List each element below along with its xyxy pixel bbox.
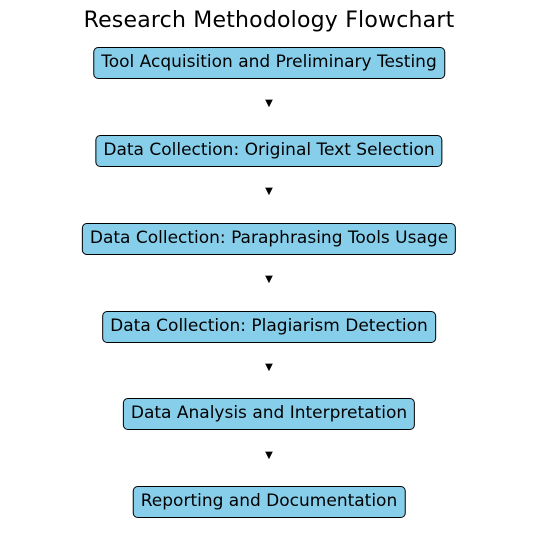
arrow-down-icon: ▼ xyxy=(265,98,273,109)
step-plagiarism-detection: Data Collection: Plagiarism Detection xyxy=(102,311,436,343)
step-reporting: Reporting and Documentation xyxy=(132,486,406,518)
arrow-down-icon: ▼ xyxy=(265,274,273,285)
step-data-analysis: Data Analysis and Interpretation xyxy=(122,398,416,430)
step-tool-acquisition: Tool Acquisition and Preliminary Testing xyxy=(93,47,445,79)
arrow-down-icon: ▼ xyxy=(265,186,273,197)
step-original-text-selection: Data Collection: Original Text Selection xyxy=(95,135,443,167)
diagram-title: Research Methodology Flowchart xyxy=(83,8,455,33)
step-paraphrasing-tools-usage: Data Collection: Paraphrasing Tools Usag… xyxy=(81,223,457,255)
arrow-down-icon: ▼ xyxy=(265,450,273,461)
arrow-down-icon: ▼ xyxy=(265,362,273,373)
